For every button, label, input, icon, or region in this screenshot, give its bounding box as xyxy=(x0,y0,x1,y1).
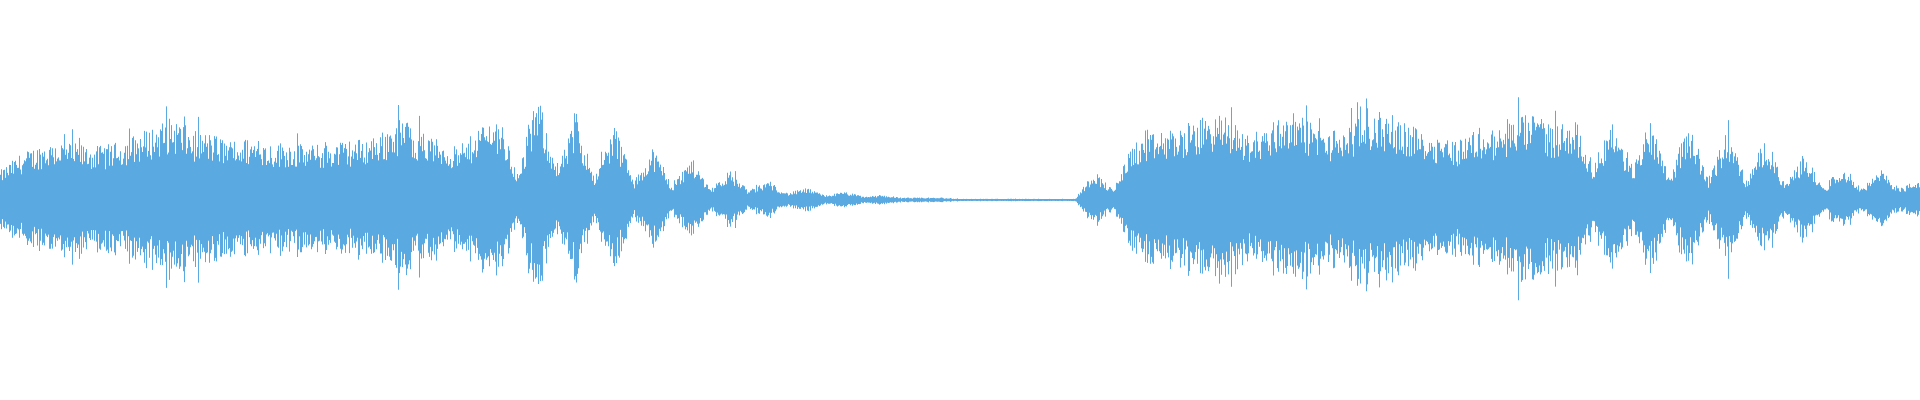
waveform-path xyxy=(0,97,1920,301)
waveform-bars xyxy=(0,97,1920,301)
